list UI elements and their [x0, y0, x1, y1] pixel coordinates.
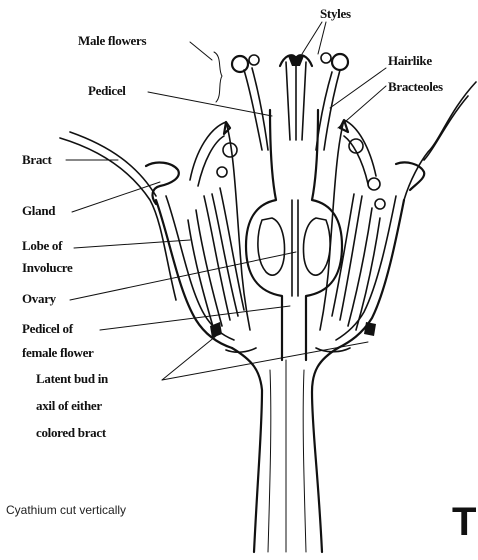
- leader-lobe: [74, 240, 190, 248]
- ovary-pedicel: [246, 110, 342, 360]
- brace-male-flowers: [214, 52, 222, 102]
- cyathium-drawing: [60, 53, 476, 552]
- label-female-flower: female flower: [22, 345, 94, 360]
- label-bracteoles: Bracteoles: [388, 79, 443, 94]
- leader-bud-left: [162, 336, 216, 380]
- label-ovary: Ovary: [22, 291, 57, 306]
- gland-right: [396, 162, 424, 190]
- leader-gland: [72, 182, 160, 212]
- styles: [280, 55, 312, 140]
- gland-left: [146, 163, 179, 204]
- label-styles: Styles: [320, 6, 351, 21]
- latent-bud-right: [364, 322, 376, 336]
- ovule-right: [304, 218, 331, 275]
- ovule-left: [258, 218, 285, 275]
- lobe-right: [320, 120, 385, 336]
- label-axil-of-either: axil of either: [36, 398, 102, 413]
- label-pedicel: Pedicel: [88, 83, 126, 98]
- leader-pedicel: [148, 92, 272, 116]
- label-male-flowers: Male flowers: [78, 33, 146, 48]
- label-colored-bract: colored bract: [36, 425, 107, 440]
- label-latent-bud: Latent bud in: [36, 371, 109, 386]
- label-hairlike: Hairlike: [388, 53, 432, 68]
- lobe-left: [188, 122, 250, 338]
- corner-letter: T: [452, 500, 476, 544]
- leader-male-flowers: [190, 42, 212, 60]
- label-lobe-of: Lobe of: [22, 238, 63, 253]
- label-bract: Bract: [22, 152, 53, 167]
- label-gland: Gland: [22, 203, 56, 218]
- label-pedicel-of: Pedicel of: [22, 321, 74, 336]
- stem: [226, 348, 350, 552]
- caption: Cyathium cut vertically: [6, 503, 126, 517]
- label-involucre: Involucre: [22, 260, 73, 275]
